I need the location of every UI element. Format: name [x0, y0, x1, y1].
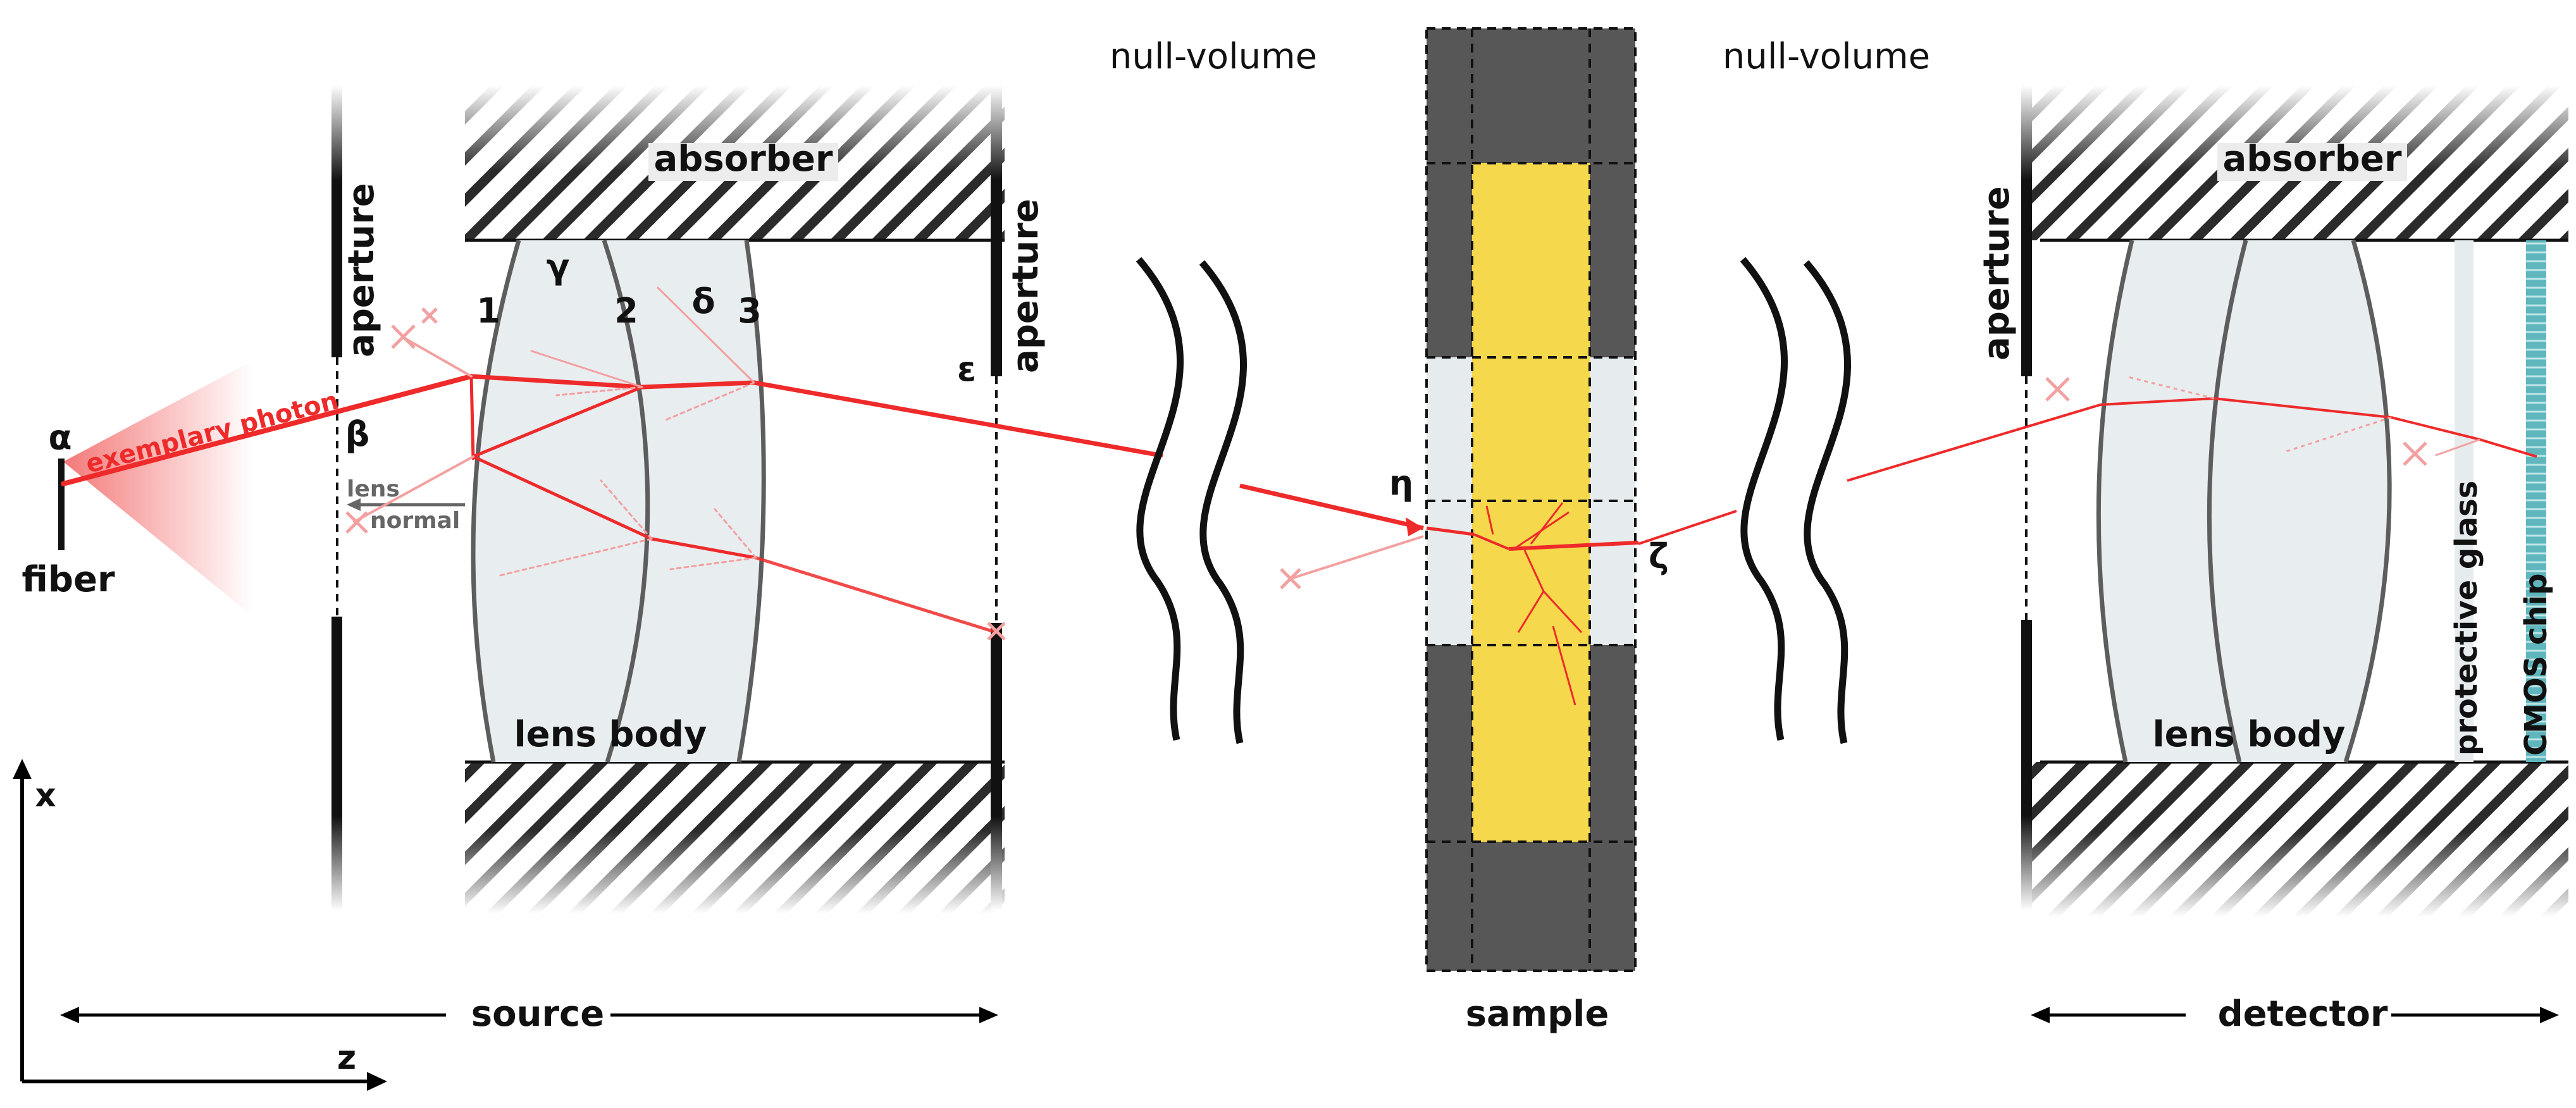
greek-alpha: α — [48, 417, 71, 457]
greek-gamma: γ — [547, 247, 570, 286]
greek-epsilon: ε — [957, 349, 976, 389]
absorber-label-right: absorber — [2223, 138, 2402, 180]
aperture-detector — [2021, 85, 2032, 911]
null-volume-break-right — [1740, 257, 1851, 744]
absorber-bottom-right — [2024, 760, 2568, 917]
protective-glass-label: protective glass — [2449, 481, 2484, 756]
aperture-label-source-exit: aperture — [1005, 199, 1046, 373]
null-volume-label-left: null-volume — [1110, 36, 1317, 77]
null-volume-break-left — [1136, 257, 1247, 744]
greek-eta: η — [1389, 463, 1413, 503]
cmos-chip — [2526, 240, 2546, 762]
lens-normal-arrow — [347, 498, 465, 511]
lens-normal-label-1: lens — [347, 476, 400, 502]
detector-lens-surface-3 — [2343, 240, 2392, 763]
lens-body-label-detector: lens body — [2152, 714, 2345, 755]
fiber — [58, 360, 285, 617]
aperture-source-exit — [991, 85, 1002, 911]
fiber-label: fiber — [22, 559, 115, 600]
greek-beta: β — [345, 414, 370, 454]
source-dimension-arrow — [60, 1007, 998, 1023]
surface-label-3: 3 — [738, 291, 762, 331]
source-label: source — [471, 994, 604, 1035]
aperture-source-entrance — [331, 85, 342, 911]
detector-lens-surface-1 — [2096, 240, 2134, 763]
protective-glass — [2455, 240, 2474, 762]
absorber-label-bg-left — [648, 143, 838, 181]
source-ray-paths — [61, 286, 1163, 634]
coordinate-axes — [13, 759, 387, 1091]
lens-normal-label-2: normal — [370, 508, 460, 534]
absorber-label-left: absorber — [654, 138, 833, 180]
lens-surface-3 — [736, 240, 766, 763]
absorber-label-bg-right — [2217, 143, 2407, 181]
absorber-bottom-left — [465, 760, 1005, 914]
surface-label-2: 2 — [614, 291, 638, 331]
sample-scattering-rays — [1426, 502, 1639, 706]
sample-label: sample — [1466, 994, 1609, 1035]
lens-body-detector — [2098, 240, 2390, 762]
null-volume-label-right: null-volume — [1723, 36, 1930, 77]
lens-surface-2 — [602, 239, 650, 763]
greek-zeta: ζ — [1649, 536, 1669, 576]
detector-dimension-arrow — [2031, 1007, 2559, 1023]
surface-label-1: 1 — [476, 291, 500, 331]
greek-delta: δ — [691, 281, 715, 321]
detector-lens-surface-2 — [2207, 240, 2248, 763]
cmos-chip-label: CMOS chip — [2518, 573, 2554, 756]
axis-z-label: z — [337, 1039, 356, 1077]
null-volume-rays — [1239, 403, 2101, 580]
aperture-label-source-entrance: aperture — [341, 183, 382, 357]
detector-label: detector — [2218, 994, 2388, 1035]
lens-surface-1 — [471, 240, 521, 763]
detector-rays — [2100, 375, 2537, 458]
lens-body-label-source: lens body — [514, 714, 707, 755]
aperture-label-detector: aperture — [1976, 186, 2017, 360]
axis-x-label: x — [35, 777, 56, 815]
sample-holder — [1425, 27, 1637, 972]
